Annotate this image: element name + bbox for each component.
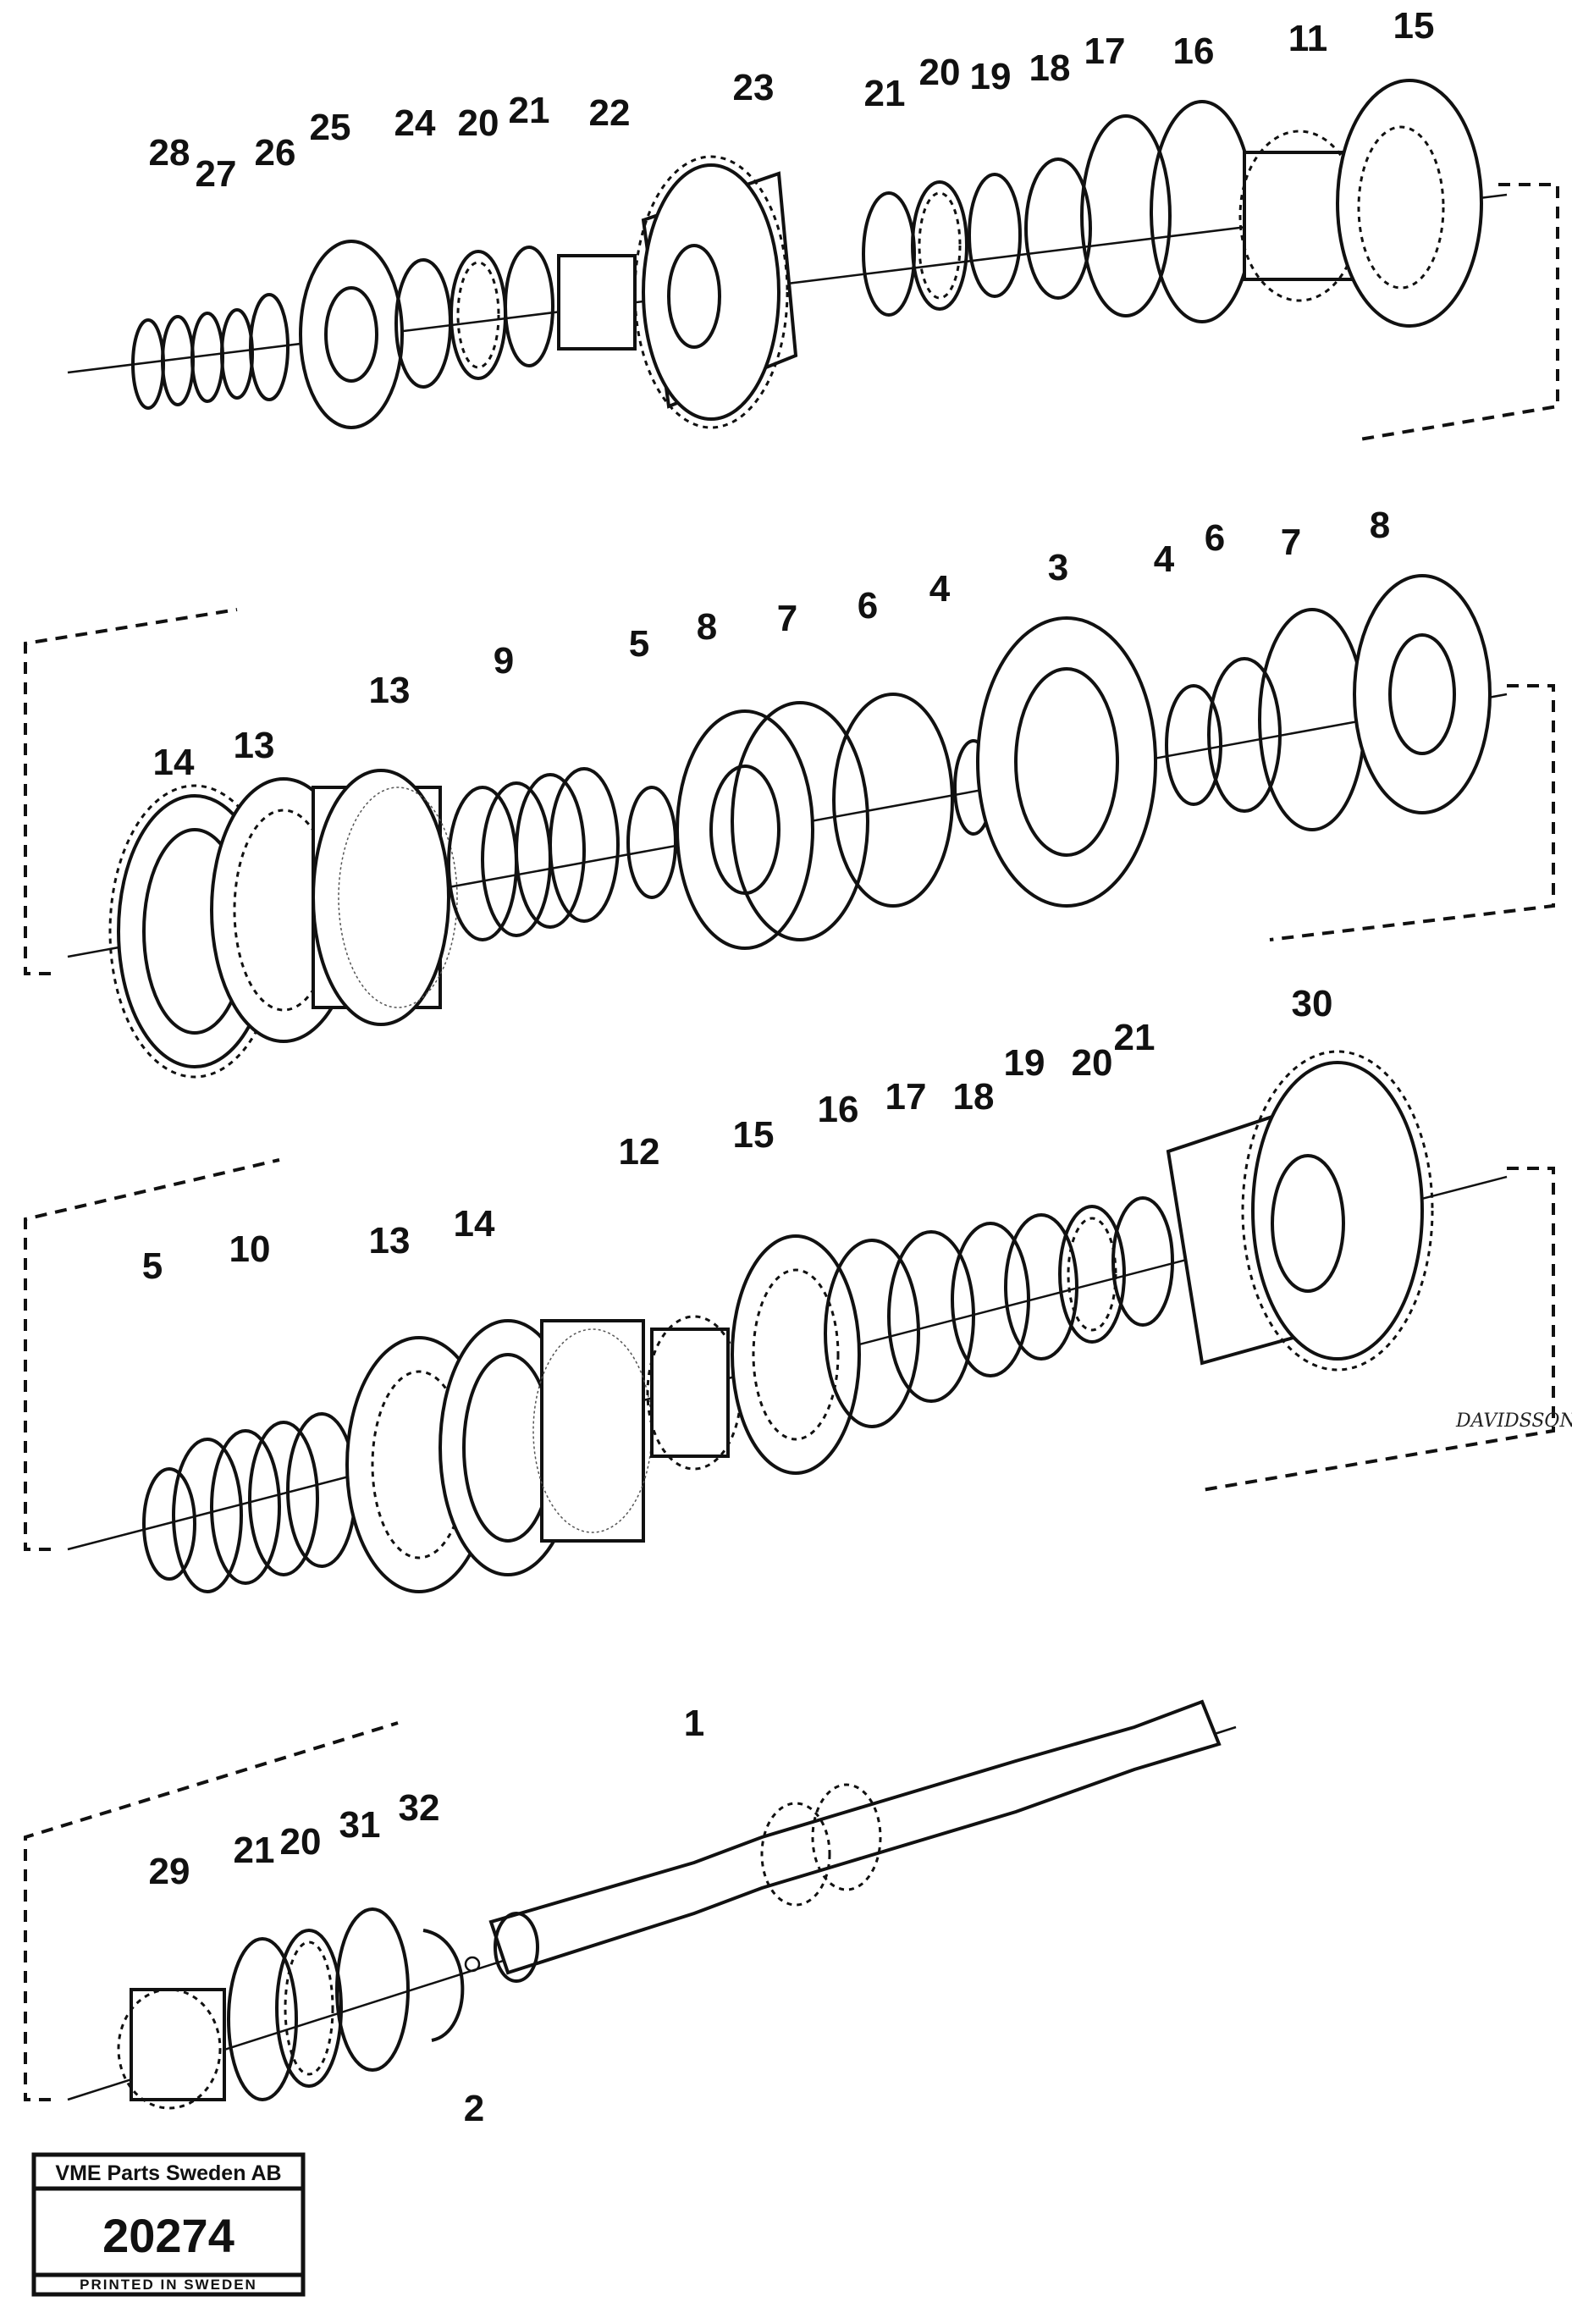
row-4-parts <box>117 1699 1222 2110</box>
part-label: 4 <box>1154 538 1175 580</box>
part-label: 19 <box>970 56 1012 97</box>
part-label: 29 <box>149 1851 190 1892</box>
part-label: 20 <box>458 102 499 144</box>
part-label: 17 <box>885 1076 927 1118</box>
part-label: 10 <box>229 1228 271 1270</box>
stamp-number: 20274 <box>102 2209 234 2262</box>
part-label: 22 <box>589 92 631 134</box>
part-label: 15 <box>733 1114 775 1156</box>
part-label: 1 <box>684 1703 704 1744</box>
part-label: 13 <box>234 725 275 766</box>
row-2-parts <box>108 574 1492 1079</box>
row-3-bracket-left <box>24 1158 280 1551</box>
part-label: 14 <box>153 742 195 783</box>
artist-signature: DAVIDSSON84 <box>1455 1410 1572 1432</box>
part-label: 28 <box>149 132 190 174</box>
part-label: 3 <box>1048 547 1068 588</box>
part-label: 27 <box>196 153 237 195</box>
part-label: 12 <box>619 1131 660 1173</box>
part-label: 18 <box>1029 47 1071 89</box>
part-label: 21 <box>1114 1017 1156 1058</box>
part-label: 11 <box>1288 18 1328 59</box>
part-label: 6 <box>858 585 878 627</box>
part-label: 8 <box>1370 505 1390 546</box>
part-label: 13 <box>369 670 411 711</box>
row-3-bracket-right <box>1201 1167 1555 1492</box>
row-3-parts <box>142 1050 1434 1593</box>
stamp-box: VME Parts Sweden AB 20274 PRINTED IN SWE… <box>31 2152 306 2297</box>
part-label: 7 <box>777 598 797 639</box>
row-2 <box>24 574 1555 1079</box>
part-label: 26 <box>255 132 296 174</box>
row-1 <box>67 79 1559 442</box>
part-label: 8 <box>697 606 717 648</box>
row-4 <box>24 1699 1237 2110</box>
stamp-company: VME Parts Sweden AB <box>55 2161 281 2185</box>
part-label: 21 <box>864 73 906 114</box>
part-label: 6 <box>1205 517 1225 559</box>
row-1-parts <box>131 79 1483 429</box>
part-label: 21 <box>234 1830 275 1871</box>
part-label: 9 <box>494 640 514 682</box>
part-label: 7 <box>1281 522 1301 563</box>
row-3 <box>24 1050 1555 1593</box>
part-label: 16 <box>1173 30 1215 72</box>
row-1-bracket <box>1354 183 1559 442</box>
part-label: 20 <box>1072 1042 1113 1084</box>
part-label: 20 <box>280 1821 322 1863</box>
part-label: 13 <box>369 1220 411 1261</box>
part-label: 4 <box>929 568 951 610</box>
part-label: 14 <box>454 1203 495 1245</box>
row-2-bracket-right <box>1269 684 1555 941</box>
part-label: 19 <box>1004 1042 1045 1084</box>
part-label: 20 <box>919 52 961 93</box>
part-label: 32 <box>399 1787 440 1829</box>
part-label: 15 <box>1393 5 1435 47</box>
part-label: 23 <box>733 67 775 108</box>
part-label: 24 <box>394 102 436 144</box>
part-label: 5 <box>629 623 649 665</box>
part-label: 2 <box>464 2088 484 2129</box>
part-label: 18 <box>953 1076 995 1118</box>
part-label: 31 <box>339 1804 381 1846</box>
row-2-bracket-left <box>24 608 238 975</box>
part-label: 16 <box>818 1089 859 1130</box>
stamp-printed: PRINTED IN SWEDEN <box>80 2277 257 2293</box>
part-label: 5 <box>142 1245 163 1287</box>
main-shaft <box>488 1699 1222 1975</box>
part-label: 17 <box>1084 30 1126 72</box>
part-label: 25 <box>310 107 351 148</box>
part-label: 30 <box>1292 983 1333 1024</box>
part-label: 21 <box>509 90 550 131</box>
